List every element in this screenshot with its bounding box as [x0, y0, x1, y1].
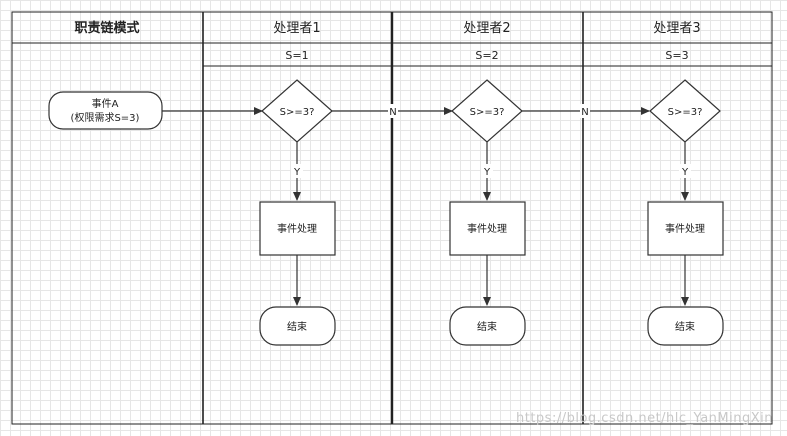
process-box-1 [259, 201, 336, 256]
handler-3-title: 处理者3 [653, 21, 700, 36]
handler-2-title: 处理者2 [463, 21, 510, 36]
lane-handler-3: S>=3? Y 事件处理 结束 [647, 79, 724, 346]
event-name: 事件A [92, 97, 119, 110]
yes-label-bg-1 [291, 164, 303, 178]
yes-label-2: Y [483, 167, 491, 178]
yes-label-3: Y [681, 167, 689, 178]
swimlane-table [11, 11, 773, 425]
end-text-2: 结束 [477, 320, 497, 333]
handler-3-level: S=3 [665, 49, 688, 62]
end-text-1: 结束 [287, 320, 307, 333]
process-text-2: 事件处理 [467, 222, 507, 235]
yes-label-1: Y [293, 167, 301, 178]
no-label-bg-1 [388, 104, 398, 118]
end-node-1 [259, 306, 336, 346]
handler-1-title: 处理者1 [273, 21, 320, 36]
end-text-3: 结束 [675, 320, 695, 333]
handler-1-level: S=1 [285, 49, 308, 62]
lane-handler-2: S>=3? Y 事件处理 结束 [449, 79, 526, 346]
decision-text-1: S>=3? [280, 107, 315, 118]
yes-label-bg-2 [481, 164, 493, 178]
end-node-3 [647, 306, 724, 346]
watermark-text: https://blog.csdn.net/hlc_YanMingXin [516, 411, 773, 426]
process-text-1: 事件处理 [277, 222, 317, 235]
lane-handler-1: S>=3? Y 事件处理 结束 [259, 79, 336, 346]
handler-2-level: S=2 [475, 49, 498, 62]
decision-text-2: S>=3? [470, 107, 505, 118]
yes-label-bg-3 [679, 164, 691, 178]
process-box-3 [647, 201, 724, 256]
event-requirement: (权限需求S=3) [71, 111, 140, 124]
mode-title: 职责链模式 [74, 20, 139, 36]
no-label-2: N [581, 107, 588, 118]
process-box-2 [449, 201, 526, 256]
event-start-node: 事件A (权限需求S=3) [48, 91, 163, 130]
decision-text-3: S>=3? [668, 107, 703, 118]
no-label-1: N [389, 107, 396, 118]
end-node-2 [449, 306, 526, 346]
process-text-3: 事件处理 [665, 222, 705, 235]
no-label-bg-2 [580, 104, 590, 118]
